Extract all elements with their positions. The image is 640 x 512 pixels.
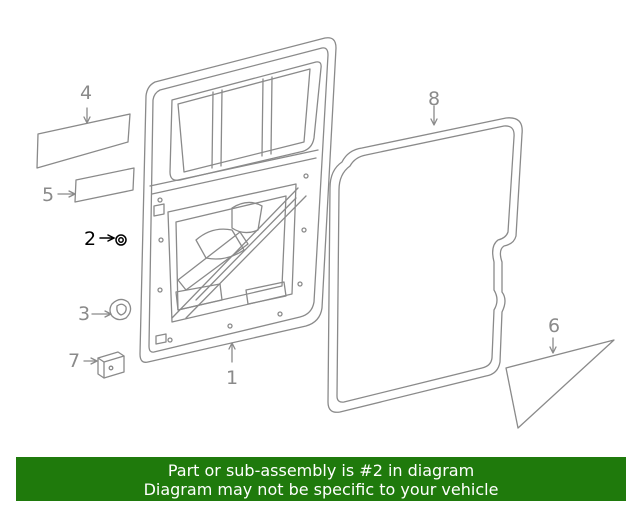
callout-5[interactable]: 5 [42,184,55,206]
diagram-notice-banner: Part or sub-assembly is #2 in diagram Di… [16,457,626,501]
weatherstrip-part-8 [327,105,523,413]
clip-part-7 [83,351,125,379]
plug-part-2 [99,234,127,246]
callout-1[interactable]: 1 [226,367,239,389]
banner-line-disclaimer: Diagram may not be specific to your vehi… [143,480,499,499]
callout-6[interactable]: 6 [548,315,561,337]
trim-strip-part-5 [57,167,135,203]
door-panel-part-1 [139,37,337,363]
callout-4[interactable]: 4 [80,82,93,104]
callout-7[interactable]: 7 [68,350,81,372]
window-film-part-4 [36,107,131,169]
banner-line-part-number: Part or sub-assembly is #2 in diagram [167,461,475,480]
callout-3[interactable]: 3 [78,303,91,325]
triangle-trim-part-6 [505,337,615,429]
stopper-part-3 [91,298,132,321]
callout-8[interactable]: 8 [428,88,441,110]
callout-2[interactable]: 2 [84,228,97,250]
